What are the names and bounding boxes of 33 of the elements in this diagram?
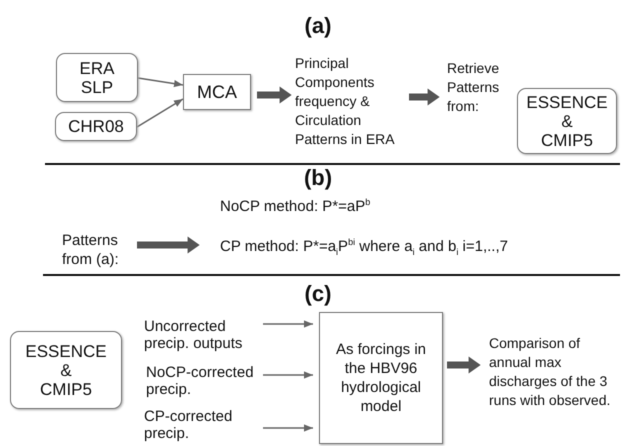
block-arrow <box>447 359 481 371</box>
arrow <box>263 424 313 432</box>
box-text: As forcings in the HBV96 hydrological model <box>334 340 428 416</box>
panel-label: (b) <box>304 165 332 191</box>
model-box <box>319 312 443 444</box>
input-text: CP-corrected precip. <box>144 408 234 442</box>
arrow <box>136 98 184 128</box>
source-box <box>517 88 617 154</box>
input-box <box>56 53 138 102</box>
box-text: ESSENCE & CMIP5 <box>526 92 608 150</box>
block-arrow <box>409 91 440 103</box>
arrow <box>263 320 313 328</box>
box-text: CHR08 <box>68 117 124 136</box>
input-box <box>55 112 137 141</box>
formula-text: CP method: P*=a$_{i}$P$^{bi}$ where a$_{i}$ and b$_{i}$ i=1,..,7 <box>220 237 509 256</box>
input-text: Uncorrected precip. outputs <box>144 318 244 352</box>
result-text: Principal Components frequency & Circulation Patterns in ERA <box>295 54 396 149</box>
input-text: NoCP-corrected precip. <box>146 364 255 398</box>
box-text: MCA <box>197 82 237 102</box>
input-text: Patterns from (a): <box>62 231 120 269</box>
step-text: Retrieve Patterns from: <box>447 59 500 116</box>
process-box <box>183 74 251 110</box>
block-arrow <box>137 239 200 251</box>
arrow <box>138 77 184 88</box>
panel-label: (a) <box>304 13 332 39</box>
box-text: ERA SLP <box>78 58 116 96</box>
block-arrow <box>257 89 292 101</box>
formula-text: NoCP method: P*=aP$^{b}$ <box>220 198 370 215</box>
box-text: ESSENCE & CMIP5 <box>24 342 108 398</box>
arrow <box>263 371 313 379</box>
output-text: Comparison of annual max discharges of the 3 runs with observed. <box>489 334 612 410</box>
panel-label: (c) <box>304 281 332 307</box>
source-box <box>10 331 122 409</box>
